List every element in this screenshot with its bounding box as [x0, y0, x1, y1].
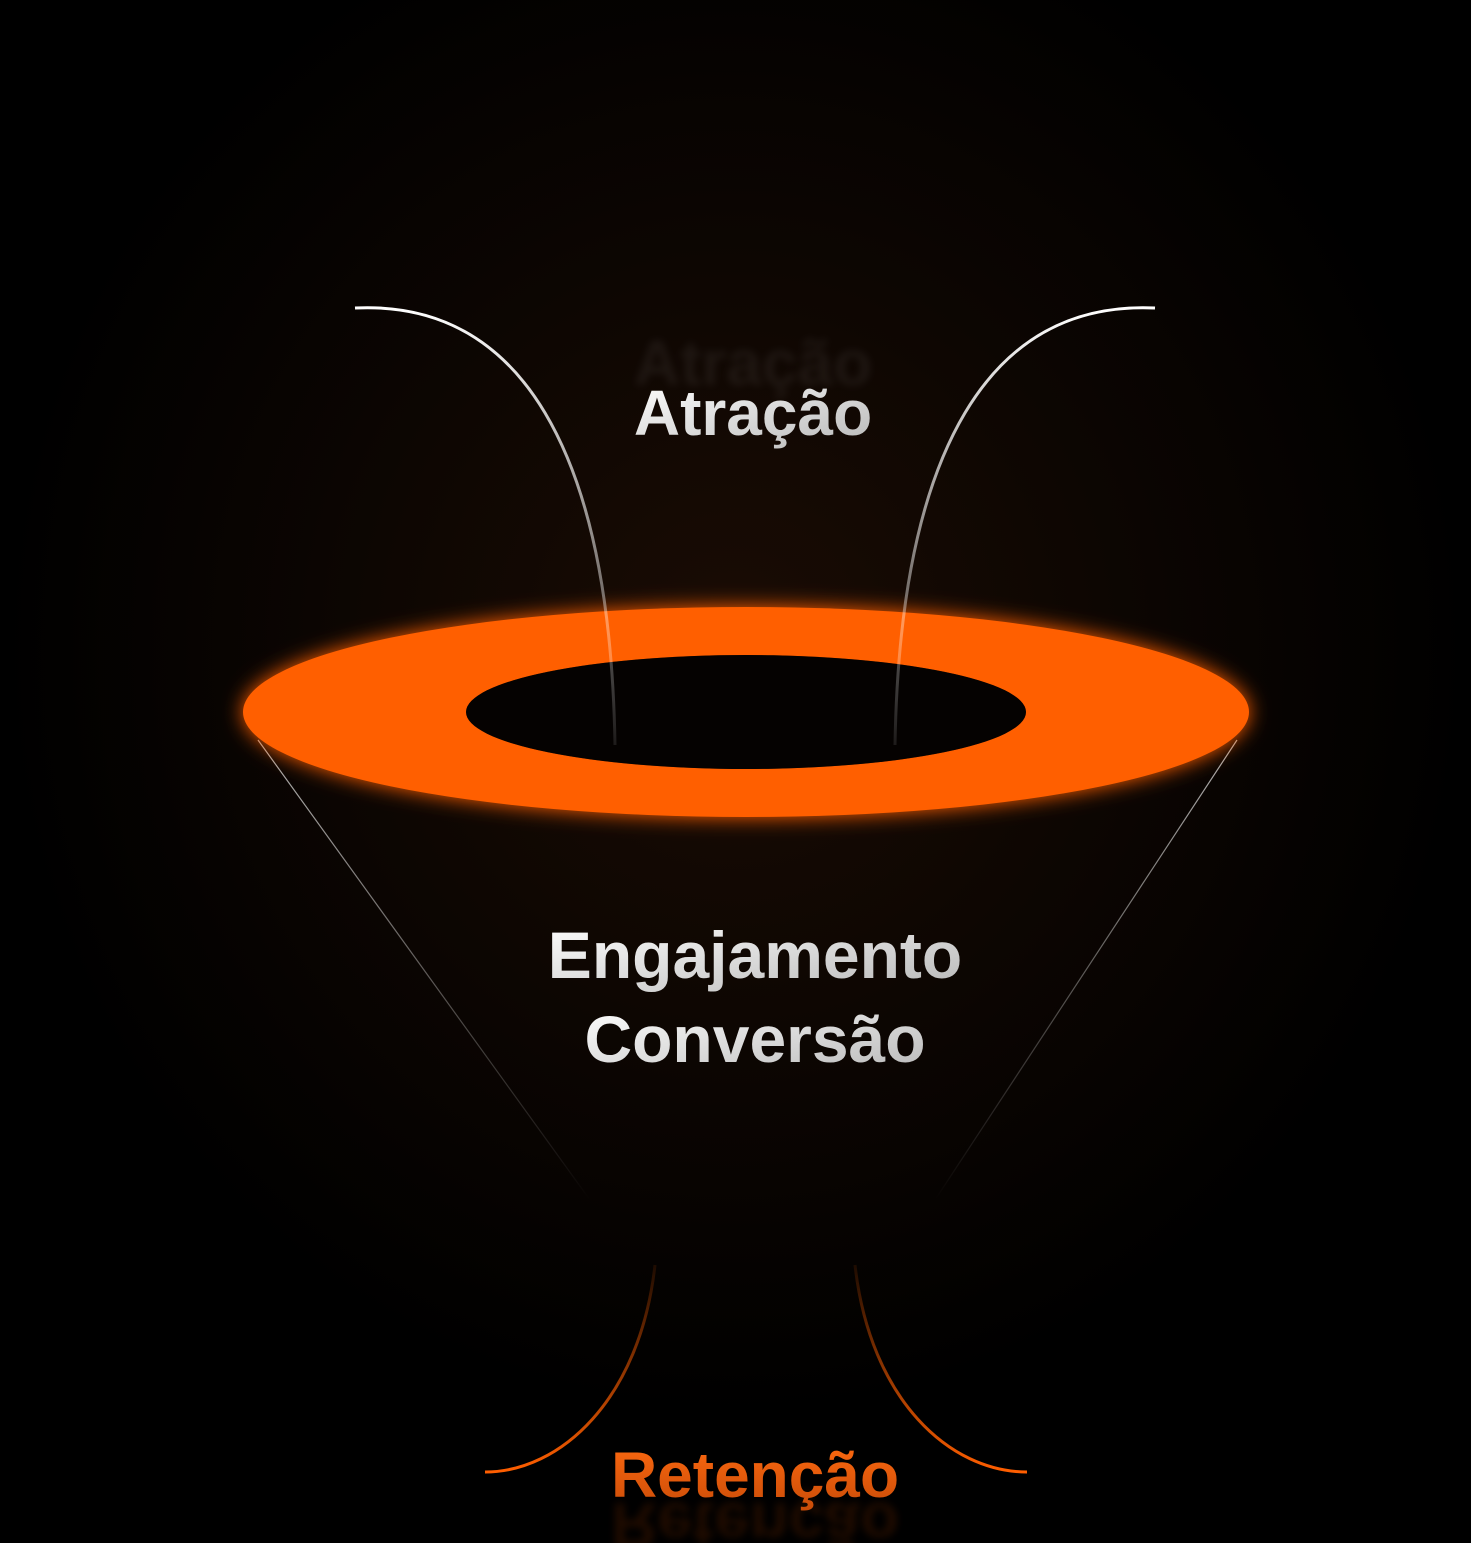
cone-edge-right: [934, 739, 1238, 1201]
stage-label-engagement: Engajamento: [548, 918, 962, 992]
stage-label-attraction-shadow: Atração: [634, 327, 872, 399]
cone-edge-left: [257, 739, 591, 1201]
stage-label-retention-reflection: Retenção: [611, 1489, 899, 1543]
top-curve-right: [893, 306, 1156, 746]
bottom-curve-left: [484, 1264, 657, 1474]
ring-hole: [466, 655, 1026, 769]
stage-label-attraction: Atração: [634, 377, 872, 449]
bottom-curve-right: [853, 1264, 1028, 1474]
stage-label-retention: Retenção: [611, 1439, 899, 1511]
top-curve-left: [354, 306, 617, 746]
stage-label-conversion: Conversão: [584, 1002, 925, 1076]
